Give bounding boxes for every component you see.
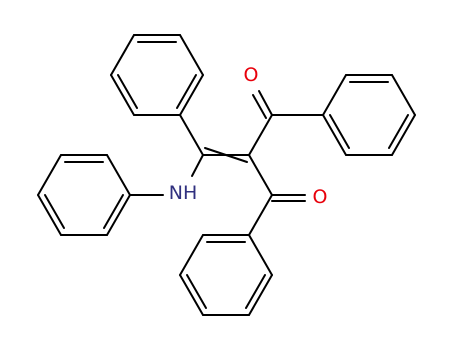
double-bond-c-c-b	[204, 147, 248, 163]
bond-carbonyl-bottom-to-ring	[248, 194, 273, 236]
oxygen-label-bottom: O	[313, 186, 328, 208]
phenyl-ring-right	[322, 74, 416, 156]
phenyl-ring-left	[37, 154, 131, 236]
bond-central-to-carbonyl-bottom	[248, 154, 273, 196]
phenyl-ring-bottom	[179, 234, 273, 316]
bond-enamine-to-nitrogen	[191, 154, 204, 177]
oxygen-label-top: O	[244, 64, 259, 86]
bond-central-to-carbonyl-top	[248, 114, 273, 156]
nitrogen-label: NH	[169, 182, 198, 204]
core-bonds	[129, 90, 324, 236]
carbonyl-top-c-o-b	[252, 94, 267, 119]
phenyl-ring-top	[110, 34, 204, 116]
carbonyl-top-c-o-a	[258, 90, 273, 116]
bond-ring-to-enamine-carbon	[179, 114, 204, 156]
